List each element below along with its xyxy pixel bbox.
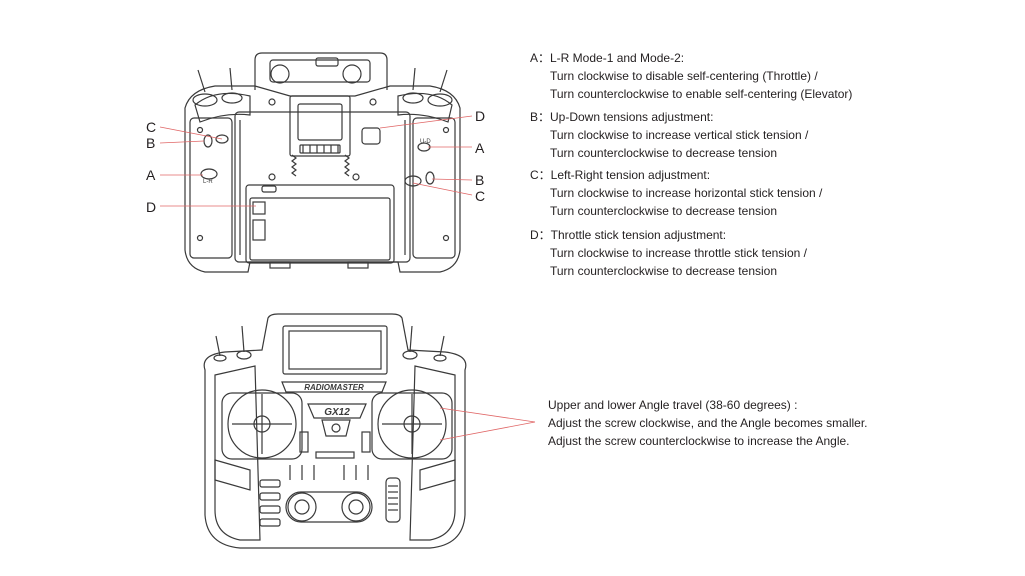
callout-leader-lines bbox=[159, 115, 473, 207]
adjustment-b-heading: B：Up-Down tensions adjustment: bbox=[530, 110, 714, 124]
adjustment-d-heading: D：Throttle stick tension adjustment: bbox=[530, 228, 727, 242]
adjustment-a-line-2: Turn counterclockwise to enable self-cen… bbox=[550, 87, 853, 101]
adjustment-c-line-2: Turn counterclockwise to decrease tensio… bbox=[550, 204, 778, 218]
front-view-transmitter bbox=[203, 313, 467, 549]
adjustment-b: B：Up-Down tensions adjustment: Turn cloc… bbox=[530, 108, 1010, 162]
callout-a-right: A bbox=[475, 140, 485, 156]
adjustment-a-heading: A：L-R Mode-1 and Mode-2: bbox=[530, 51, 685, 65]
angle-travel-note: Upper and lower Angle travel (38-60 degr… bbox=[548, 396, 868, 450]
brand-logo-text: RADIOMASTER bbox=[304, 383, 364, 392]
angle-travel-line-1: Adjust the screw clockwise, and the Angl… bbox=[548, 416, 868, 430]
callout-c-left: C bbox=[146, 119, 157, 135]
callout-d-left: D bbox=[146, 199, 157, 215]
angle-leader-lines bbox=[439, 407, 536, 441]
adjustment-b-line-2: Turn counterclockwise to decrease tensio… bbox=[550, 146, 778, 160]
callout-a-left: A bbox=[146, 167, 156, 183]
callout-b-left: B bbox=[146, 135, 156, 151]
adjustment-d-line-1: Turn clockwise to increase throttle stic… bbox=[550, 246, 807, 260]
lr-mark: L-R bbox=[203, 179, 213, 185]
adjustment-d-line-2: Turn counterclockwise to decrease tensio… bbox=[550, 264, 778, 278]
adjustment-a: A：L-R Mode-1 and Mode-2: Turn clockwise … bbox=[530, 49, 1010, 103]
angle-travel-line-2: Adjust the screw counterclockwise to inc… bbox=[548, 434, 850, 448]
callout-b-right: B bbox=[475, 172, 485, 188]
callout-c-right: C bbox=[475, 188, 486, 204]
adjustment-c-heading: C：Left-Right tension adjustment: bbox=[530, 168, 711, 182]
adjustment-d: D：Throttle stick tension adjustment: Tur… bbox=[530, 226, 1010, 280]
adjustment-b-line-1: Turn clockwise to increase vertical stic… bbox=[550, 128, 809, 142]
adjustment-c-line-1: Turn clockwise to increase horizontal st… bbox=[550, 186, 823, 200]
model-logo-text: GX12 bbox=[324, 407, 350, 418]
rear-view-transmitter bbox=[184, 52, 461, 273]
ud-mark: U-D bbox=[420, 139, 431, 145]
angle-travel-title: Upper and lower Angle travel (38-60 degr… bbox=[548, 398, 798, 412]
adjustment-c: C：Left-Right tension adjustment: Turn cl… bbox=[530, 166, 1010, 220]
callout-d-right: D bbox=[475, 108, 486, 124]
adjustment-a-line-1: Turn clockwise to disable self-centering… bbox=[550, 69, 818, 83]
